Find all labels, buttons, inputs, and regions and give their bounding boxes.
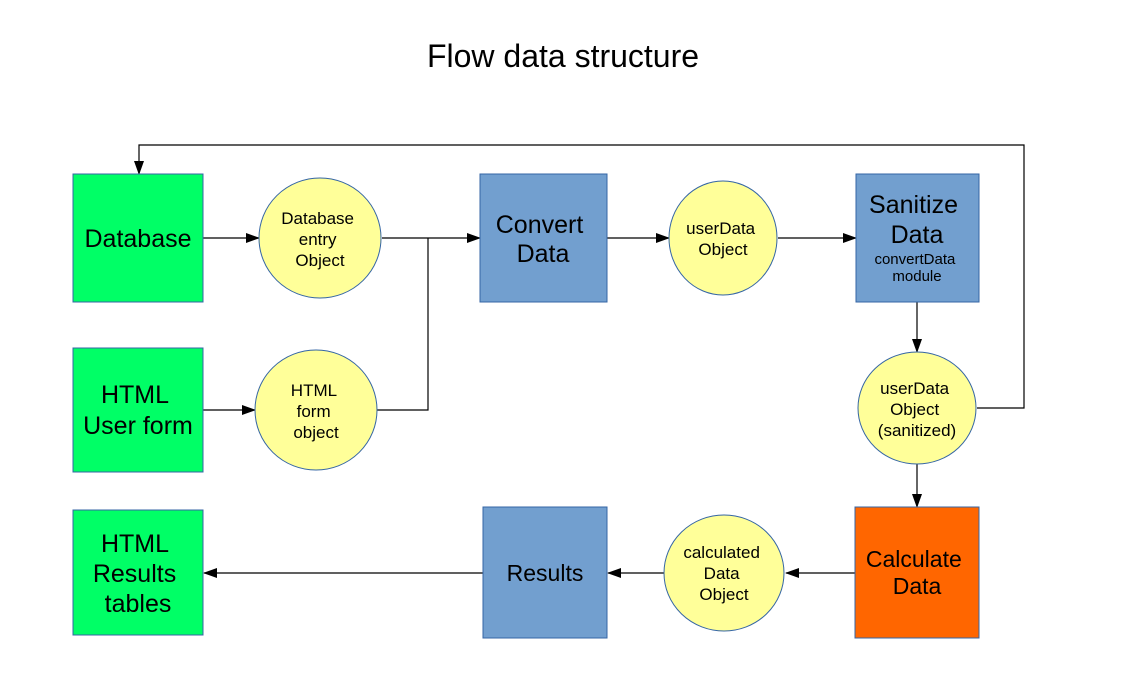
html-user-form-line-1: HTML: [101, 381, 169, 409]
database-entry-object-ellipse: [258, 177, 382, 299]
html-results-tables-line-1: HTML: [101, 530, 169, 558]
userdata-object-line-1: userData: [686, 219, 756, 238]
node-results: Results: [482, 506, 608, 639]
html-user-form-box: [72, 347, 204, 473]
calculate-data-line-2: Data: [893, 573, 942, 599]
database-entry-object-line-2: entry: [299, 230, 337, 249]
calculated-data-object-ellipse: [663, 514, 785, 632]
node-userdata-object: userData Object: [668, 180, 778, 296]
node-sanitize-data: Sanitize Data convertData module: [855, 173, 980, 303]
html-results-tables-box: [72, 509, 204, 636]
svg-text:Database: Database: [84, 225, 191, 253]
svg-text:Sanitize Data: Sanitize Data: [869, 191, 965, 249]
connectors: [134, 144, 1025, 578]
diagram-title: Flow data structure: [427, 38, 699, 74]
database-label: Database: [84, 225, 191, 253]
node-calculate-data: Calculate Data: [854, 506, 980, 639]
userdata-object-ellipse: [668, 180, 778, 296]
userdata-object-sanitized-line-3: (sanitized): [878, 421, 956, 440]
html-form-object-ellipse: [254, 349, 378, 471]
svg-text:Convert Data: Convert Data: [496, 211, 591, 268]
html-form-object-line-3: object: [293, 423, 339, 442]
node-html-results-tables: HTML Results tables: [72, 509, 204, 636]
html-form-object-line-2: form: [297, 402, 331, 421]
node-html-form-object: HTML form object: [254, 349, 378, 471]
svg-text:HTML form object: HTML form object: [291, 381, 341, 442]
svg-text:Calculate Data: Calculate Data: [866, 546, 968, 599]
svg-text:Results: Results: [507, 560, 584, 586]
convert-data-line-1: Convert: [496, 211, 584, 239]
sanitize-data-subline-1: convertData: [874, 251, 956, 268]
database-entry-object-line-1: Database: [281, 209, 354, 228]
convert-data-box: [479, 173, 608, 303]
node-calculated-data-object: calculated Data Object: [663, 514, 785, 632]
node-database: Database: [72, 173, 204, 303]
sanitize-data-line-2: Data: [891, 221, 944, 249]
userdata-object-line-2: Object: [698, 240, 747, 259]
node-database-entry-object: Database entry Object: [258, 177, 382, 299]
node-html-user-form: HTML User form: [72, 347, 204, 473]
svg-text:userData Object (s: userData Object (sanitized): [878, 379, 956, 440]
sanitize-data-line-1: Sanitize: [869, 191, 958, 219]
results-label: Results: [507, 560, 584, 586]
userdata-object-sanitized-line-1: userData: [880, 379, 950, 398]
svg-text:HTML Results table: HTML Results tables: [93, 530, 183, 618]
userdata-object-sanitized-ellipse: [857, 351, 977, 465]
results-box: [482, 506, 608, 639]
node-convert-data: Convert Data: [479, 173, 608, 303]
node-userdata-object-sanitized: userData Object (sanitized): [857, 351, 977, 465]
calculated-data-object-line-2: Data: [704, 564, 740, 583]
svg-text:userData Object: userData Object: [686, 219, 760, 259]
userdata-object-sanitized-line-2: Object: [890, 400, 939, 419]
svg-text:Database entry Obj: Database entry Object: [281, 209, 359, 270]
svg-text:calculated Data Ob: calculated Data Object: [683, 543, 764, 604]
calculate-data-box: [854, 506, 980, 639]
html-results-tables-line-2: Results: [93, 560, 176, 588]
edge-form-object-to-convert: [377, 238, 429, 411]
calculated-data-object-line-1: calculated: [683, 543, 760, 562]
svg-text:HTML User form: HTML User form: [83, 381, 193, 440]
edge-sanitized-object-to-database: [134, 144, 1025, 409]
sanitize-data-subline-2: module: [892, 268, 941, 285]
database-entry-object-line-3: Object: [295, 251, 344, 270]
convert-data-line-2: Data: [517, 240, 570, 268]
svg-text:convertData module: convertData module: [874, 251, 959, 285]
database-box: [72, 173, 204, 303]
html-user-form-line-2: User form: [83, 412, 193, 440]
html-form-object-line-1: HTML: [291, 381, 337, 400]
html-results-tables-line-3: tables: [105, 590, 172, 618]
calculate-data-line-1: Calculate: [866, 546, 962, 572]
sanitize-data-box: [855, 173, 980, 303]
calculated-data-object-line-3: Object: [699, 585, 748, 604]
